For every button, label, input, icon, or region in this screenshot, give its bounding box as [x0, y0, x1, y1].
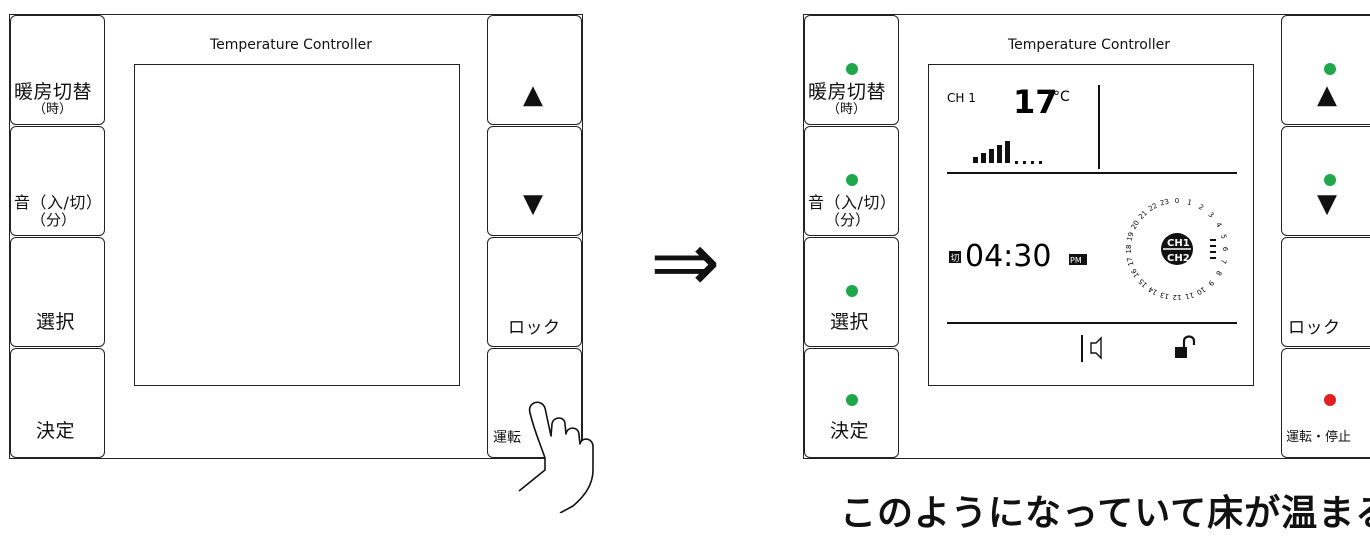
- clock-number: 9: [1206, 278, 1215, 287]
- run-stop-label: 運転・停止: [1286, 430, 1352, 445]
- clock-number: 6: [1221, 247, 1229, 252]
- up-arrow-icon-after: ▲: [1317, 80, 1337, 110]
- clock-number: 19: [1126, 231, 1136, 242]
- clock-number: 22: [1147, 202, 1159, 213]
- heat-switch-button[interactable]: 暖房切替 （時）: [10, 15, 105, 125]
- heat-switch-button-after[interactable]: 暖房切替 （時）: [804, 15, 899, 125]
- clock-number: 10: [1195, 285, 1207, 296]
- sound-sublabel-after: （分）: [825, 211, 871, 229]
- heat-led: [846, 63, 858, 75]
- sound-label: 音（入/切）: [14, 193, 103, 212]
- pm-text: PM: [1070, 256, 1082, 265]
- lock-label-after: ロック: [1288, 318, 1341, 338]
- signal-bars-icon: [973, 141, 1042, 164]
- down-arrow-icon-after: ▼: [1317, 189, 1337, 219]
- select-button[interactable]: 選択: [10, 237, 105, 347]
- up-button-after[interactable]: ▲: [1281, 15, 1370, 125]
- pointing-hand-icon: [518, 401, 594, 513]
- controller-title-after: Temperature Controller: [1008, 37, 1170, 53]
- sound-sublabel: （分）: [31, 211, 77, 229]
- heat-switch-label: 暖房切替: [14, 81, 93, 103]
- blank-screen: [134, 64, 460, 386]
- temperature-unit: °C: [1053, 89, 1070, 105]
- sound-button-after[interactable]: 音（入/切） （分）: [804, 126, 899, 236]
- clock-number: 4: [1214, 221, 1223, 229]
- select-label-after: 選択: [830, 311, 870, 333]
- select-button-after[interactable]: 選択: [804, 237, 899, 347]
- sound-label-after: 音（入/切）: [808, 193, 897, 212]
- down-button-after[interactable]: ▼: [1281, 126, 1370, 236]
- clock-number: 21: [1137, 209, 1149, 221]
- decide-led: [846, 394, 858, 406]
- run-stop-button[interactable]: 運転・停止: [1281, 348, 1370, 458]
- decide-label: 決定: [36, 420, 76, 442]
- clock-number: 2: [1197, 203, 1205, 212]
- sound-button[interactable]: 音（入/切） （分）: [10, 126, 105, 236]
- clock-number: 5: [1219, 233, 1228, 239]
- center-area-before: Temperature Controller: [110, 15, 483, 458]
- clock-number: 13: [1159, 290, 1170, 300]
- time-text: 04:30: [965, 239, 1051, 274]
- up-arrow-icon: ▲: [523, 80, 543, 110]
- select-label: 選択: [36, 311, 76, 333]
- run-label: 運転: [493, 430, 521, 446]
- clock-number: 7: [1219, 258, 1228, 264]
- ch2-text: CH2: [1167, 253, 1190, 264]
- caption-text: このようになっていて床が温まる: [840, 493, 1370, 534]
- off-badge-text: 切: [951, 253, 960, 264]
- decide-button[interactable]: 決定: [10, 348, 105, 458]
- heat-switch-sublabel-after: （時）: [827, 102, 867, 117]
- speaker-icon: [1090, 336, 1102, 360]
- lock-button-after[interactable]: ロック: [1281, 237, 1370, 347]
- up-button[interactable]: ▲: [487, 15, 582, 125]
- clock-number: 12: [1173, 293, 1182, 301]
- clock-number: 0: [1175, 197, 1179, 205]
- controller-title: Temperature Controller: [210, 37, 372, 53]
- clock-number: 15: [1137, 277, 1149, 289]
- clock-number: 1: [1186, 198, 1192, 207]
- lock-button[interactable]: ロック: [487, 237, 582, 347]
- unlock-icon: [1175, 335, 1196, 358]
- heat-switch-label-after: 暖房切替: [808, 81, 887, 103]
- clock-number: 18: [1125, 245, 1133, 254]
- sound-led: [846, 174, 858, 186]
- heat-switch-sublabel: （時）: [33, 102, 73, 117]
- clock-ticks-icon: [1210, 239, 1216, 259]
- clock-number: 23: [1159, 198, 1170, 208]
- clock-number: 11: [1184, 290, 1195, 300]
- clock-number: 8: [1214, 269, 1223, 277]
- down-arrow-icon: ▼: [523, 189, 543, 219]
- off-badge-icon: [949, 251, 961, 263]
- down-button[interactable]: ▼: [487, 126, 582, 236]
- transition-arrow: ⇒: [650, 213, 721, 311]
- pm-badge: [1069, 254, 1087, 265]
- clock-number: 16: [1129, 267, 1141, 279]
- clock-number: 20: [1130, 219, 1141, 231]
- clock-number: 17: [1126, 256, 1136, 267]
- run-led: [1324, 394, 1336, 406]
- decide-label-after: 決定: [830, 420, 870, 442]
- ch1-text: CH1: [1167, 238, 1190, 249]
- temperature-text: 17: [1013, 83, 1058, 121]
- clock-number: 14: [1147, 285, 1159, 297]
- lock-label: ロック: [508, 318, 561, 338]
- channel-text: CH 1: [947, 91, 976, 105]
- lcd-screen: CH 1 17 °C 切 04:30 PM: [928, 64, 1254, 386]
- down-led: [1324, 174, 1336, 186]
- lcd-display: CH 1 17 °C 切 04:30 PM: [947, 83, 1237, 362]
- select-led: [846, 285, 858, 297]
- clock-number: 3: [1206, 211, 1215, 220]
- up-led: [1324, 63, 1336, 75]
- decide-button-after[interactable]: 決定: [804, 348, 899, 458]
- center-area-after: Temperature Controller CH 1 17 °C: [904, 15, 1277, 458]
